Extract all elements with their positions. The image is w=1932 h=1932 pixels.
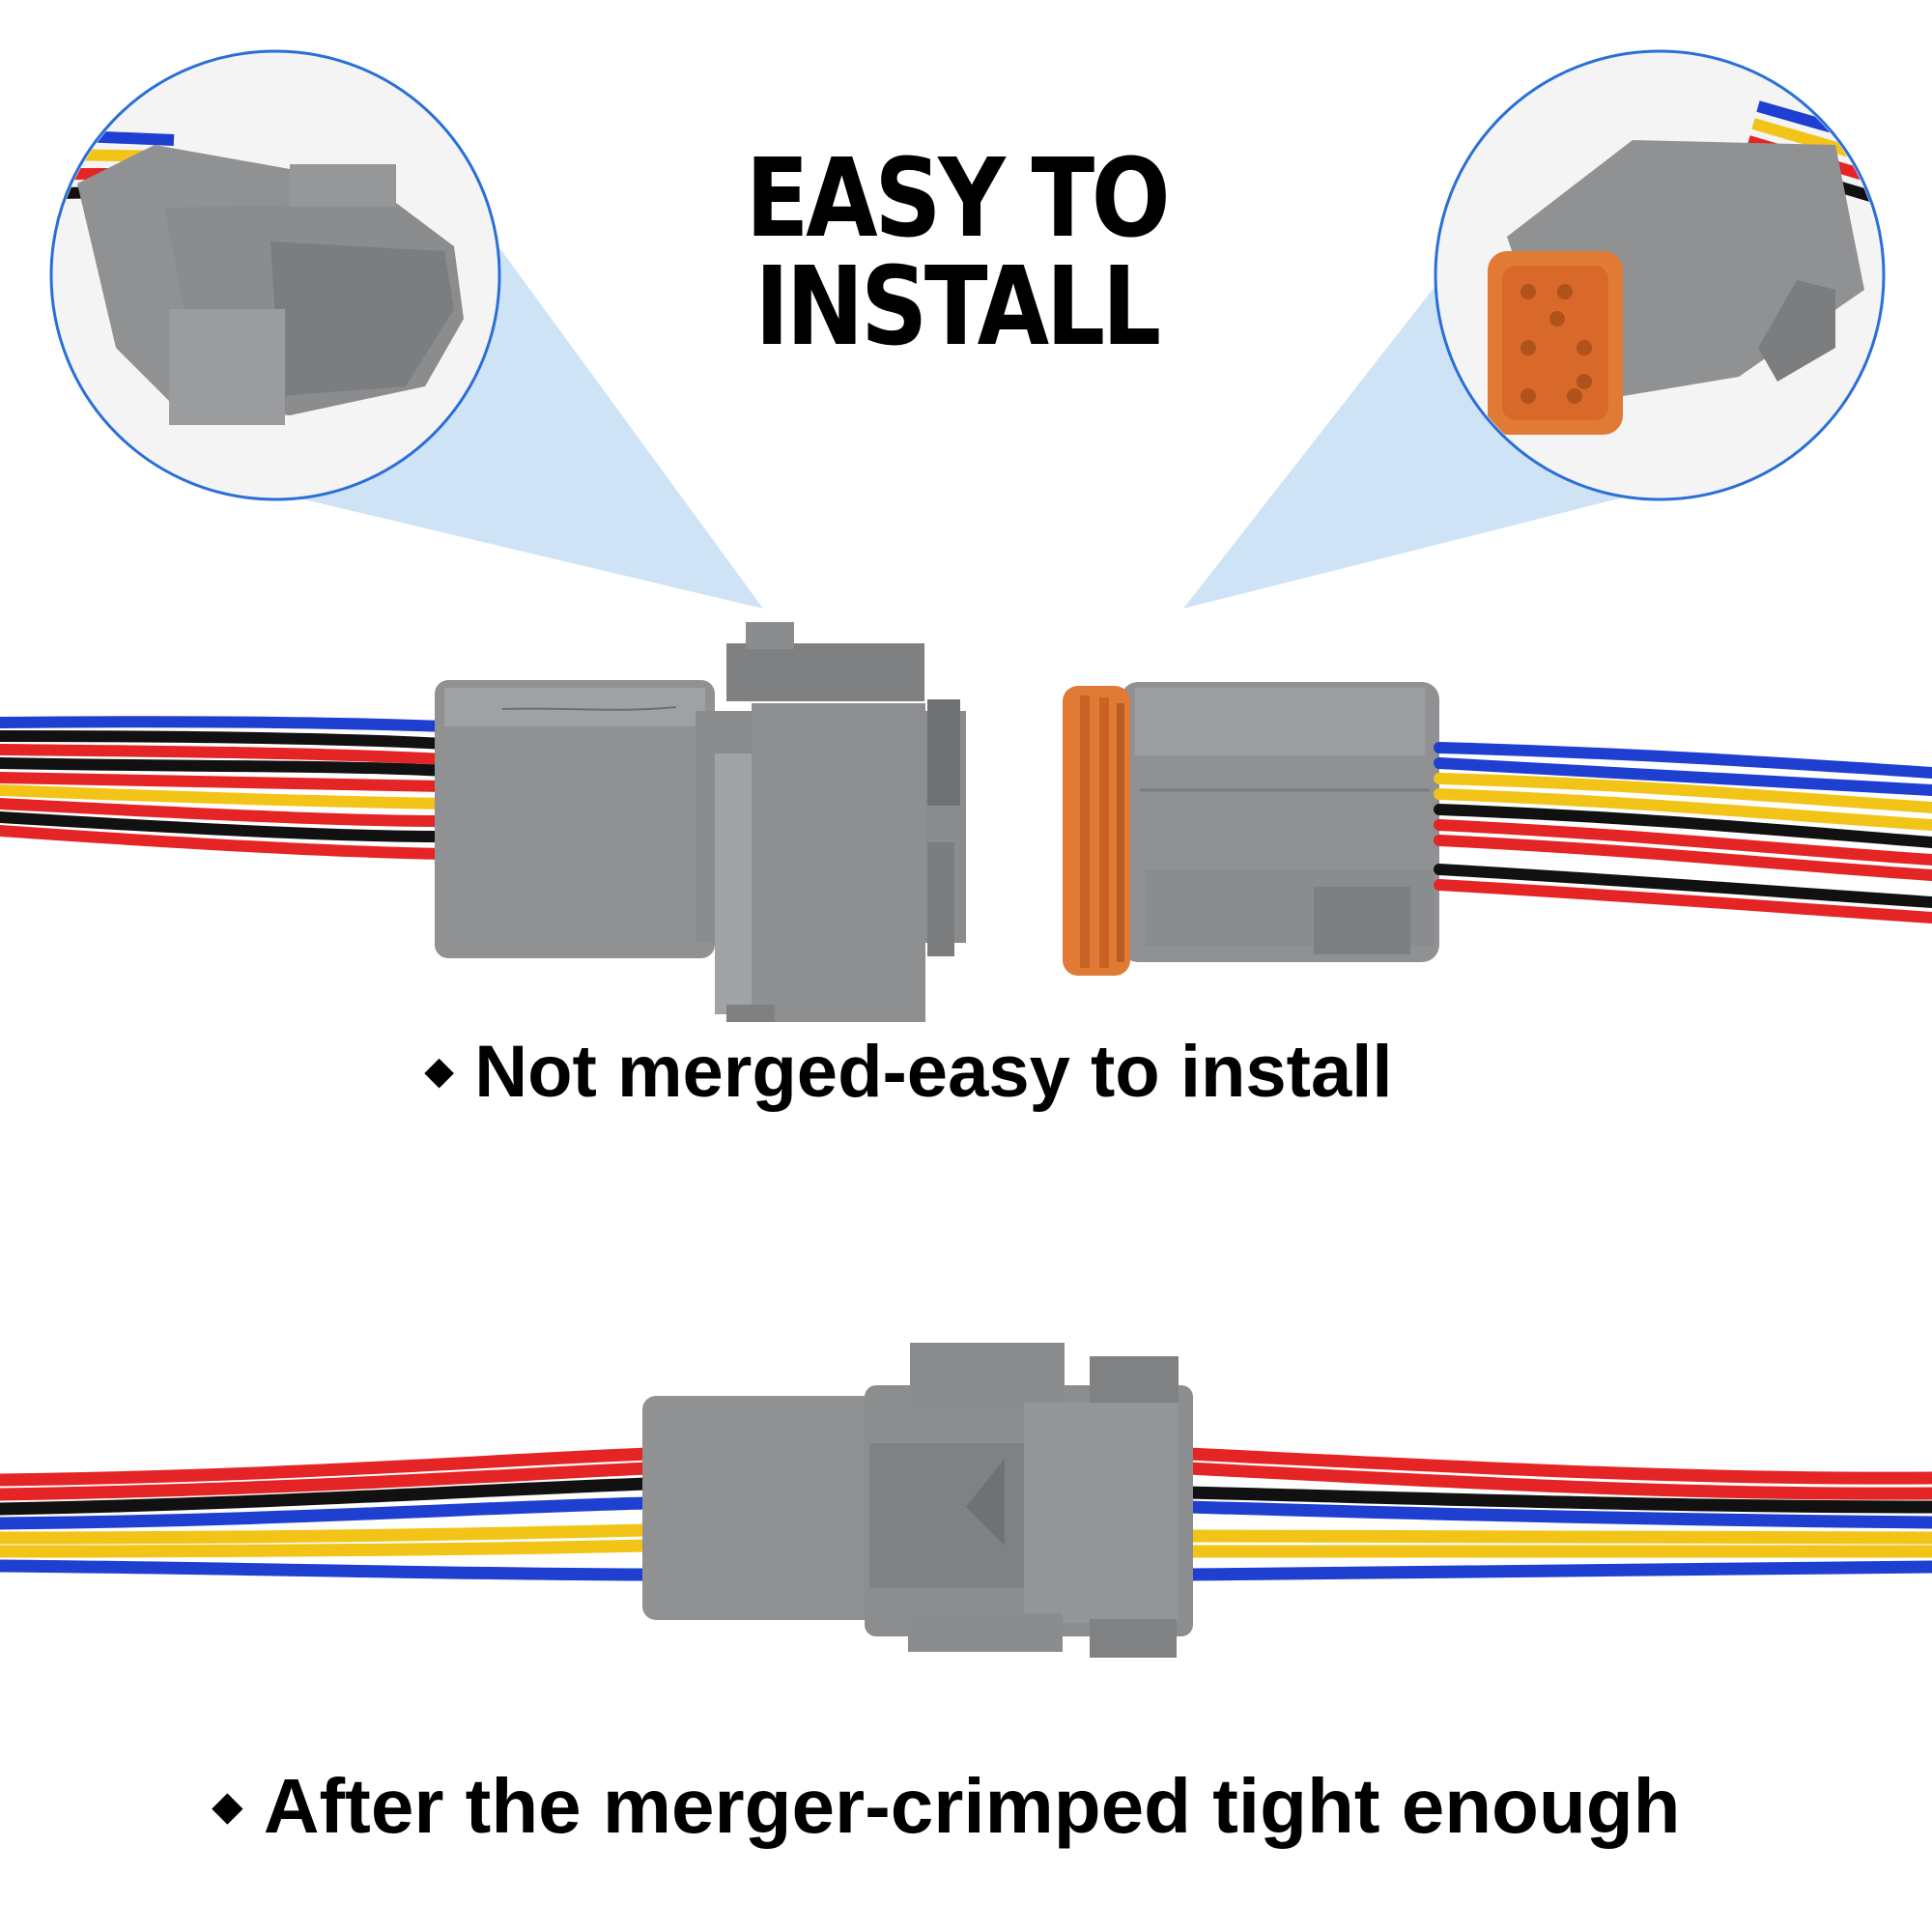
bottom-wire-bundle	[0, 1447, 1932, 1581]
caption-not-merged: ◆Not merged-easy to install	[425, 1036, 1392, 1109]
male-connector-zoom-inset	[49, 49, 501, 501]
top-right-wire-bundle	[1434, 742, 1932, 923]
diamond-bullet-icon: ◆	[213, 1784, 242, 1828]
female-connector-zoom-inset	[1434, 49, 1886, 501]
right-callout-wedge	[1183, 256, 1662, 609]
merged-connector	[642, 1343, 1193, 1658]
caption-not-merged-text: Not merged-easy to install	[474, 1031, 1393, 1113]
female-connector	[1063, 682, 1439, 976]
caption-after-merger: ◆After the merger-crimped tight enough	[213, 1768, 1681, 1845]
top-left-wire-bundle	[0, 716, 450, 860]
caption-after-merger-text: After the merger-crimped tight enough	[263, 1763, 1681, 1849]
left-callout-wedge	[275, 232, 763, 609]
male-connector	[435, 622, 966, 1022]
page-title: EASY TO INSTALL	[745, 136, 1171, 370]
diamond-bullet-icon: ◆	[425, 1050, 454, 1092]
